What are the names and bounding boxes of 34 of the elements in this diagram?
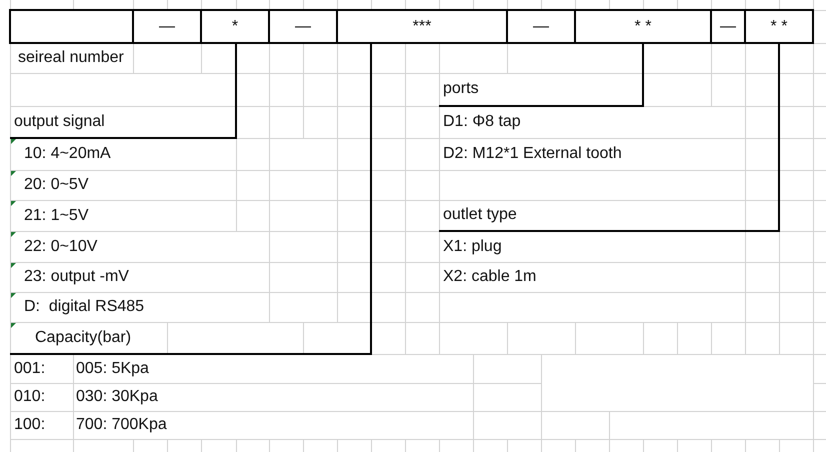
option-text: X1: plug [443,238,502,256]
code-segment: — [506,9,576,44]
option-text: D: digital RS485 [24,298,144,316]
code-segment: * * [574,9,712,44]
code-text: 001: [14,360,46,378]
code-segment: — [710,9,746,44]
section-header: output signal [10,106,237,139]
option-text: D2: M12*1 External tooth [443,145,622,163]
code-text: 100: [14,416,46,434]
field-caption: seireal number [18,49,124,67]
option-text: X2: cable 1m [443,268,536,286]
code-segment: — [268,9,338,44]
option-text: 005: 5Kpa [76,360,149,378]
section-header: Capacity(bar) [10,322,372,355]
code-segment: * * [744,9,814,44]
section-header: ports [439,73,644,107]
section-header: outlet type [439,200,780,232]
option-text: 20: 0~5V [24,176,88,194]
code-segment: — [132,9,202,44]
code-segment: *** [336,9,508,44]
leader-line [235,43,237,106]
option-text: 700: 700Kpa [76,416,167,434]
code-segment: * [200,9,270,44]
option-text: 030: 30Kpa [76,388,158,406]
option-text: 23: output -mV [24,268,129,286]
option-text: 22: 0~10V [24,238,98,256]
option-text: 10: 4~20mA [24,145,111,163]
leader-line [642,43,644,73]
code-text: 010: [14,388,46,406]
leader-line [778,43,780,200]
code-segment [9,9,134,44]
leader-line [370,43,372,322]
option-text: D1: Φ8 tap [443,113,521,131]
option-text: 21: 1~5V [24,207,88,225]
